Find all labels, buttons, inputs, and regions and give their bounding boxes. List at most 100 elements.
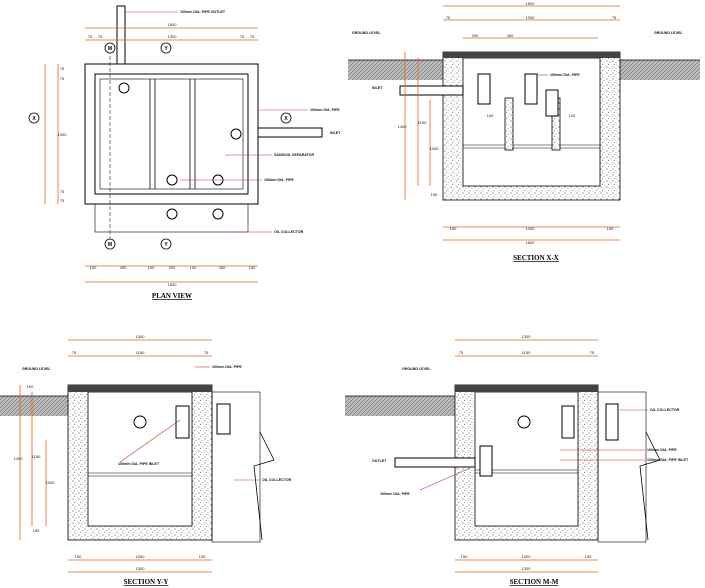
svg-text:1300: 1300 [522, 566, 532, 571]
section-x-x: 1600 75 1300 75 200 450 GROUND LEVEL GRO… [348, 1, 700, 262]
svg-text:1600: 1600 [168, 22, 178, 27]
svg-text:100mm DIA. PIPE INLET: 100mm DIA. PIPE INLET [647, 458, 689, 462]
section-y-y: 1300 75 1150 75 GROUND LEVEL 100mm DIA. … [0, 334, 292, 586]
svg-text:150: 150 [33, 528, 40, 533]
svg-text:75: 75 [60, 189, 65, 194]
svg-text:75: 75 [60, 198, 65, 203]
svg-text:1600: 1600 [526, 1, 536, 6]
plan-pipe-2 [166, 174, 178, 186]
svg-text:100: 100 [487, 113, 494, 118]
svg-text:1300: 1300 [58, 132, 68, 137]
svg-text:1000: 1000 [46, 480, 56, 485]
svg-text:Y: Y [164, 46, 168, 52]
svg-text:150: 150 [249, 265, 256, 270]
svg-text:1150: 1150 [136, 350, 145, 355]
svg-text:1150: 1150 [32, 454, 41, 459]
outlet-pipe [116, 5, 126, 65]
svg-text:150: 150 [607, 226, 614, 231]
svg-text:75: 75 [612, 15, 617, 20]
svg-text:100mm DIA. PIPE: 100mm DIA. PIPE [212, 365, 242, 369]
svg-text:1300: 1300 [526, 226, 536, 231]
plan-bubble-x-left [28, 112, 40, 124]
svg-text:GROUND LEVEL: GROUND LEVEL [402, 367, 431, 371]
svg-text:100mm DIA. PIPE: 100mm DIA. PIPE [550, 73, 580, 77]
svg-text:INLET: INLET [330, 131, 341, 135]
plan-pipe-1 [118, 82, 130, 94]
plan-pipe-4 [230, 128, 242, 140]
svg-text:200: 200 [169, 265, 176, 270]
section-m-m: 1300 75 1150 75 GROUND LEVEL OUTLET 100m… [345, 334, 689, 586]
section-y-title: SECTION Y-Y [124, 578, 169, 586]
svg-text:150: 150 [461, 554, 468, 559]
plan-view: 100mm DIA. PIPE OUTLET 1600 75 75 1300 7… [28, 5, 341, 300]
svg-text:75: 75 [446, 15, 451, 20]
svg-text:SAND/OIL SEPARATOR: SAND/OIL SEPARATOR [274, 153, 314, 157]
plan-chamber [99, 78, 244, 190]
svg-text:GROUND LEVEL: GROUND LEVEL [352, 31, 381, 35]
plan-bubble-m-top [104, 42, 116, 54]
svg-text:1600: 1600 [526, 240, 536, 245]
svg-text:1300: 1300 [168, 34, 178, 39]
svg-text:100mm DIA. PIPE: 100mm DIA. PIPE [380, 492, 410, 496]
plan-bubble-y-bottom [160, 238, 172, 250]
svg-text:GROUND LEVEL: GROUND LEVEL [654, 31, 683, 35]
svg-text:OIL COLLECTOR: OIL COLLECTOR [262, 478, 292, 482]
plan-bubble-y-top [160, 42, 172, 54]
plan-oil-collector [94, 203, 249, 233]
section-x-title: SECTION X-X [513, 254, 559, 262]
section-x-inlet-pipe [399, 85, 464, 96]
svg-text:150: 150 [75, 554, 82, 559]
section-m-outlet-pipe [394, 457, 476, 468]
plan-bubble-m-bottom [104, 238, 116, 250]
svg-text:100mm DIA. PIPE: 100mm DIA. PIPE [264, 178, 294, 182]
svg-text:150: 150 [431, 192, 438, 197]
svg-text:75: 75 [60, 76, 65, 81]
section-x-cover [443, 52, 620, 58]
svg-text:150: 150 [585, 554, 592, 559]
svg-text:150: 150 [90, 265, 97, 270]
svg-text:450: 450 [507, 33, 514, 38]
svg-text:400: 400 [120, 265, 127, 270]
svg-text:75: 75 [98, 34, 103, 39]
svg-text:150: 150 [450, 226, 457, 231]
svg-text:75: 75 [88, 34, 93, 39]
svg-text:100: 100 [27, 384, 34, 389]
svg-text:1150: 1150 [522, 350, 531, 355]
section-m-title: SECTION M-M [510, 578, 559, 586]
svg-text:1150: 1150 [418, 120, 427, 125]
svg-text:75: 75 [72, 350, 77, 355]
svg-text:75: 75 [240, 34, 245, 39]
svg-text:1300: 1300 [136, 334, 146, 339]
svg-text:200: 200 [472, 33, 479, 38]
svg-text:GROUND LEVEL: GROUND LEVEL [22, 367, 51, 371]
svg-text:X: X [32, 116, 36, 122]
svg-text:1400: 1400 [14, 456, 24, 461]
plan-outlet-label: 100mm DIA. PIPE OUTLET [180, 10, 226, 14]
svg-text:100mm DIA. PIPE: 100mm DIA. PIPE [310, 108, 340, 112]
svg-text:75: 75 [250, 34, 255, 39]
plan-inlet-pipe [257, 127, 323, 138]
svg-text:OIL COLLECTOR: OIL COLLECTOR [650, 408, 680, 412]
svg-text:INLET: INLET [372, 86, 383, 90]
svg-text:100mm DIA. PIPE: 100mm DIA. PIPE [647, 448, 677, 452]
svg-text:1300: 1300 [526, 15, 536, 20]
plan-view-title: PLAN VIEW [152, 292, 192, 300]
svg-text:M: M [108, 46, 112, 52]
svg-text:75: 75 [590, 350, 595, 355]
svg-text:1400: 1400 [398, 124, 408, 129]
svg-text:1300: 1300 [522, 334, 532, 339]
svg-text:1300: 1300 [136, 566, 146, 571]
svg-text:1600: 1600 [168, 282, 178, 287]
svg-text:X: X [284, 116, 288, 122]
svg-text:75: 75 [204, 350, 209, 355]
svg-text:OUTLET: OUTLET [372, 459, 387, 463]
svg-text:150: 150 [199, 554, 206, 559]
svg-text:1000: 1000 [430, 146, 440, 151]
svg-text:400: 400 [219, 265, 226, 270]
svg-text:100: 100 [148, 265, 155, 270]
svg-text:Y: Y [164, 242, 168, 248]
svg-text:100: 100 [190, 265, 197, 270]
svg-text:1000: 1000 [136, 554, 146, 559]
svg-text:M: M [108, 242, 112, 248]
